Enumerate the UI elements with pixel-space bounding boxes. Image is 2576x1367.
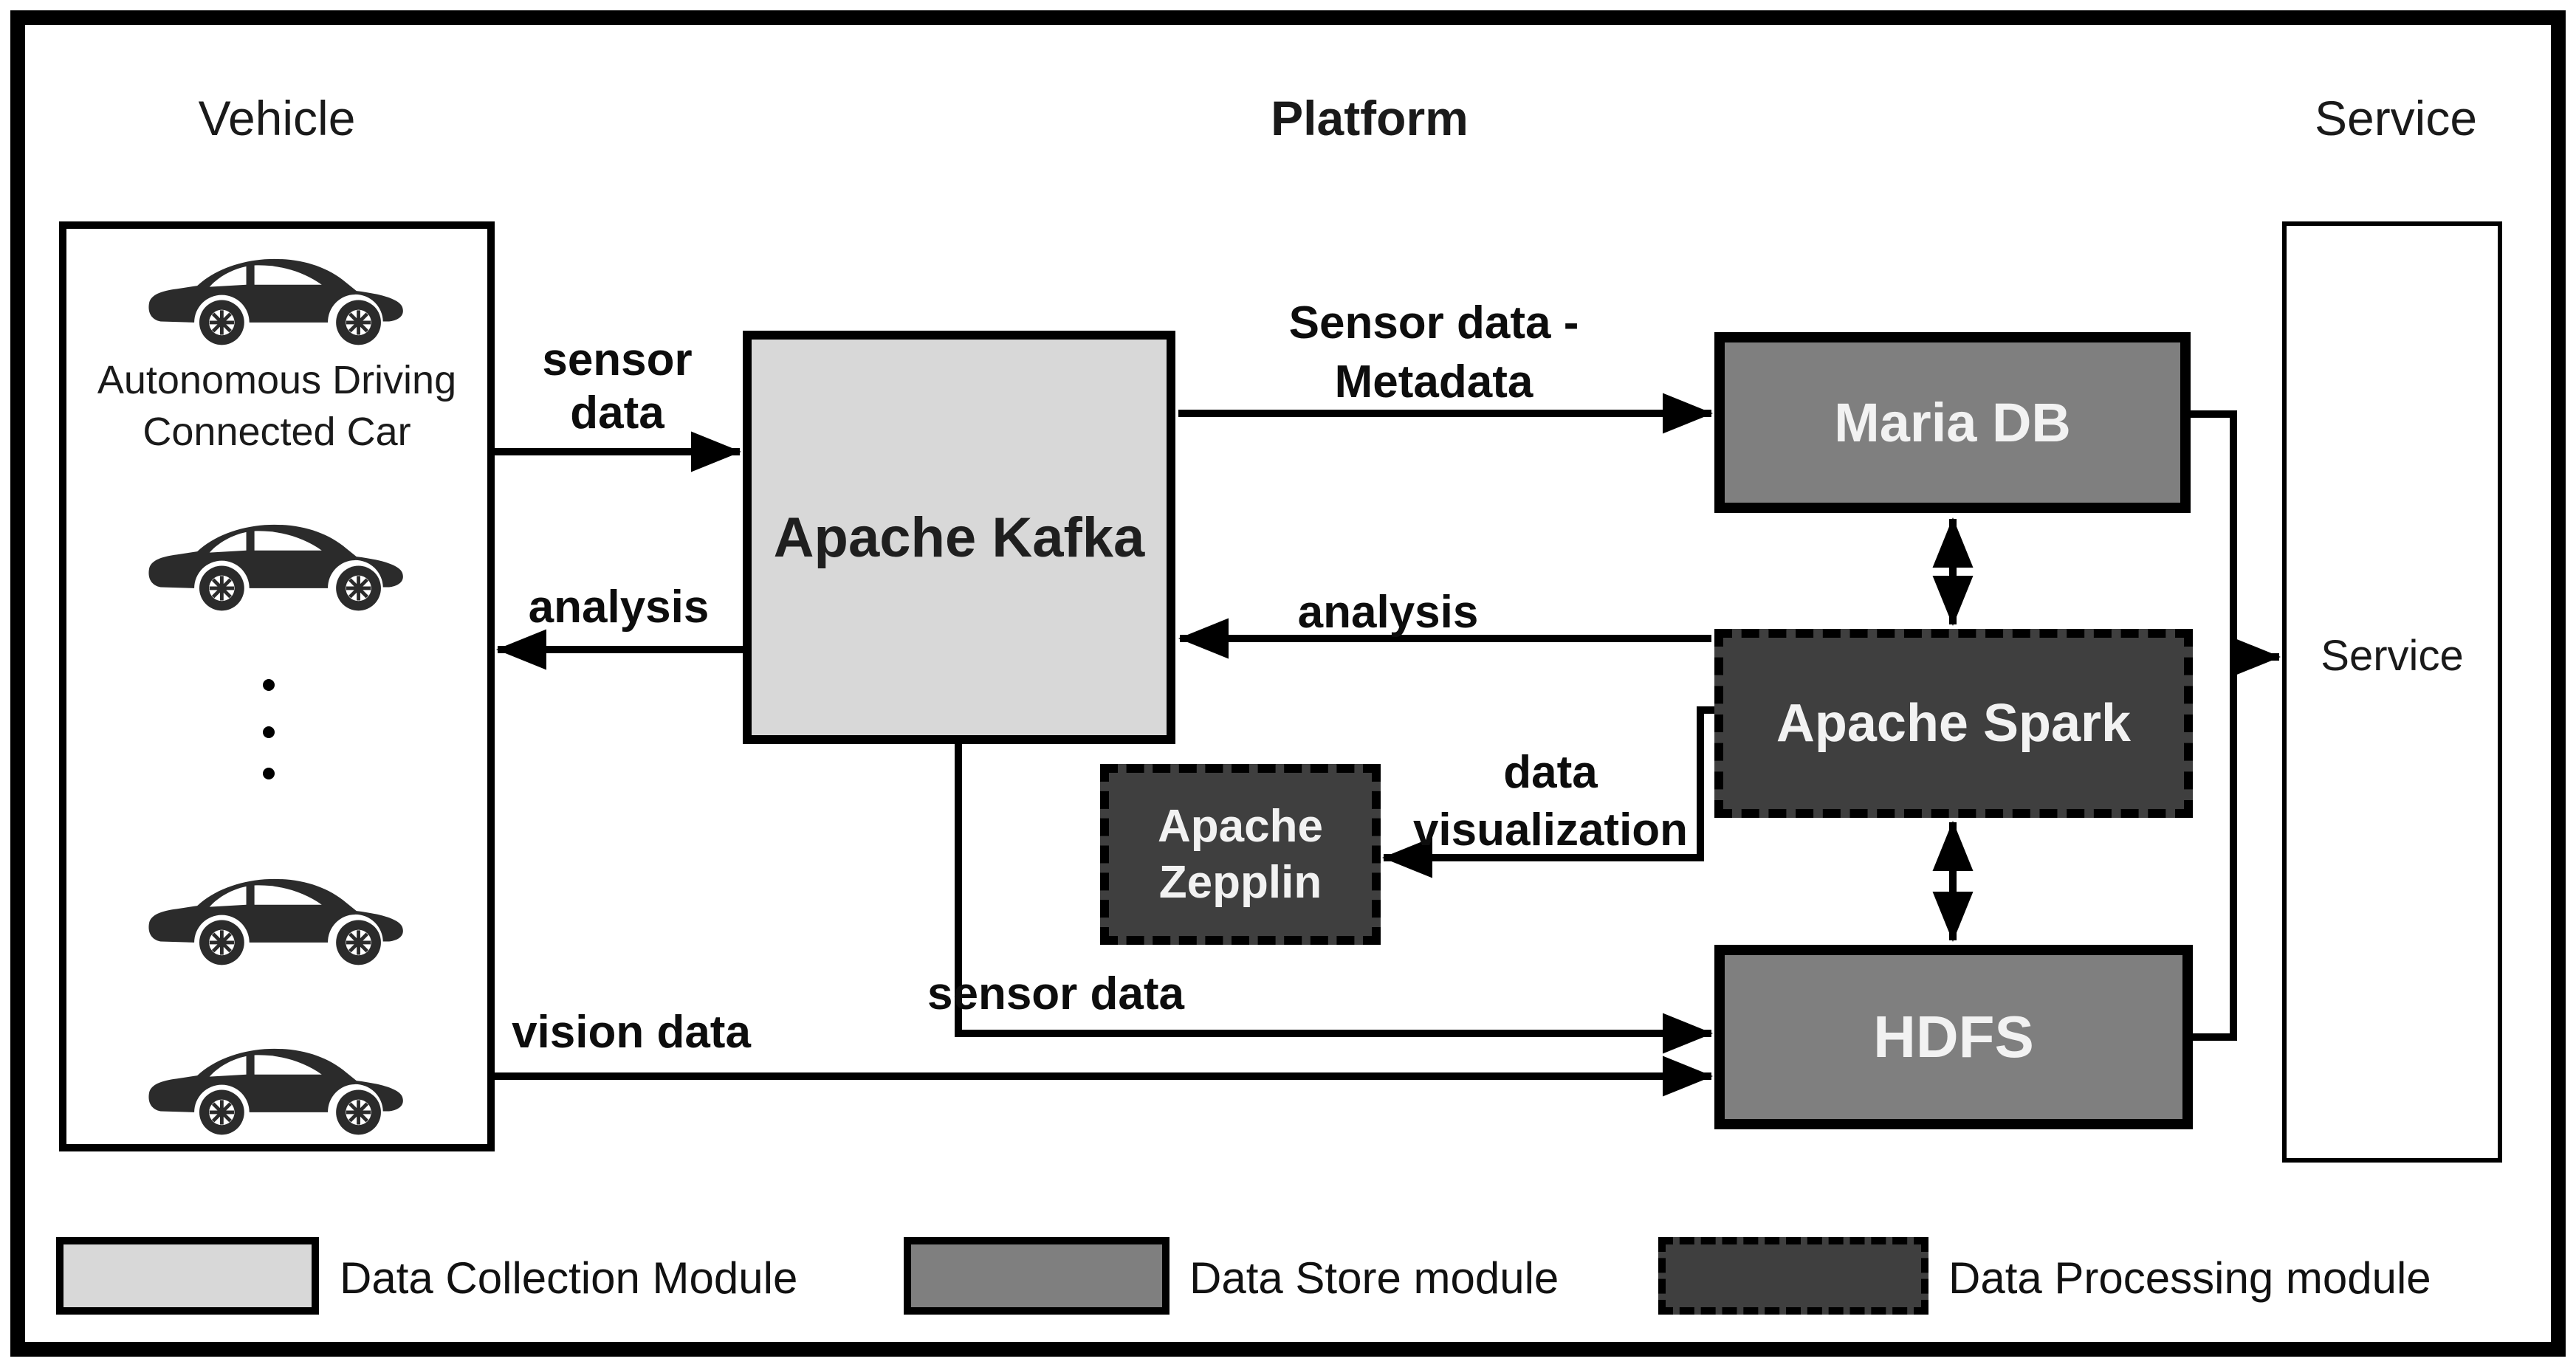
label-data-visualization: data visualization	[1413, 744, 1688, 859]
label-line: visualization	[1412, 805, 1689, 855]
legend-label-data-processing: Data Processing module	[1948, 1253, 2431, 1303]
ellipsis-dot	[263, 726, 275, 738]
legend-swatch-data-store	[904, 1237, 1169, 1315]
vehicle-caption-line1: Autonomous Driving	[97, 358, 457, 402]
legend-label-data-store: Data Store module	[1189, 1253, 1559, 1303]
service-panel: Service	[2282, 221, 2502, 1163]
label-line: data	[570, 388, 664, 438]
label-vision-data: vision data	[512, 1007, 751, 1058]
ellipsis-dot	[263, 768, 275, 779]
section-title-platform: Platform	[1271, 91, 1469, 145]
vehicle-caption: Autonomous Driving Connected Car	[66, 354, 487, 458]
legend-label-data-collection: Data Collection Module	[340, 1253, 798, 1303]
label-sensor-data-in: sensor data	[542, 334, 692, 440]
module-label-line2: Zepplin	[1158, 856, 1322, 908]
section-title-vehicle: Vehicle	[198, 91, 356, 145]
module-label: HDFS	[1873, 1004, 2034, 1070]
legend-swatch-data-processing	[1658, 1237, 1928, 1315]
module-apache-kafka: Apache Kafka	[743, 331, 1175, 744]
label-sensor-data-bottom: sensor data	[927, 968, 1185, 1019]
module-label: Apache Zepplin	[1158, 799, 1323, 911]
label-line: Sensor data -	[1288, 297, 1579, 348]
vehicle-panel: Autonomous Driving Connected Car	[59, 221, 495, 1151]
module-label-line1: Apache	[1158, 800, 1323, 852]
label-line: sensor	[542, 334, 693, 385]
label-analysis-left: analysis	[528, 582, 710, 633]
section-title-service: Service	[2314, 91, 2478, 145]
module-apache-zepplin: Apache Zepplin	[1100, 764, 1381, 945]
car-icon	[144, 240, 410, 352]
label-line: Metadata	[1334, 357, 1533, 407]
label-line: data	[1503, 747, 1598, 798]
car-icon	[144, 506, 410, 618]
ellipsis-dot	[263, 679, 275, 691]
vehicle-caption-line2: Connected Car	[142, 410, 411, 454]
legend-swatch-data-collection	[56, 1237, 319, 1315]
module-label: Maria DB	[1834, 392, 2071, 453]
car-icon	[144, 860, 410, 972]
module-apache-spark: Apache Spark	[1714, 629, 2193, 818]
car-icon	[144, 1030, 410, 1142]
outer-border	[10, 10, 2566, 1357]
label-sensor-metadata: Sensor data - Metadata	[1289, 294, 1579, 412]
module-label: Apache Spark	[1776, 694, 2132, 753]
label-analysis-right: analysis	[1297, 587, 1479, 638]
module-hdfs: HDFS	[1714, 945, 2193, 1129]
module-label: Apache Kafka	[773, 506, 1145, 569]
service-label: Service	[2321, 632, 2464, 680]
module-maria-db: Maria DB	[1714, 332, 2191, 513]
